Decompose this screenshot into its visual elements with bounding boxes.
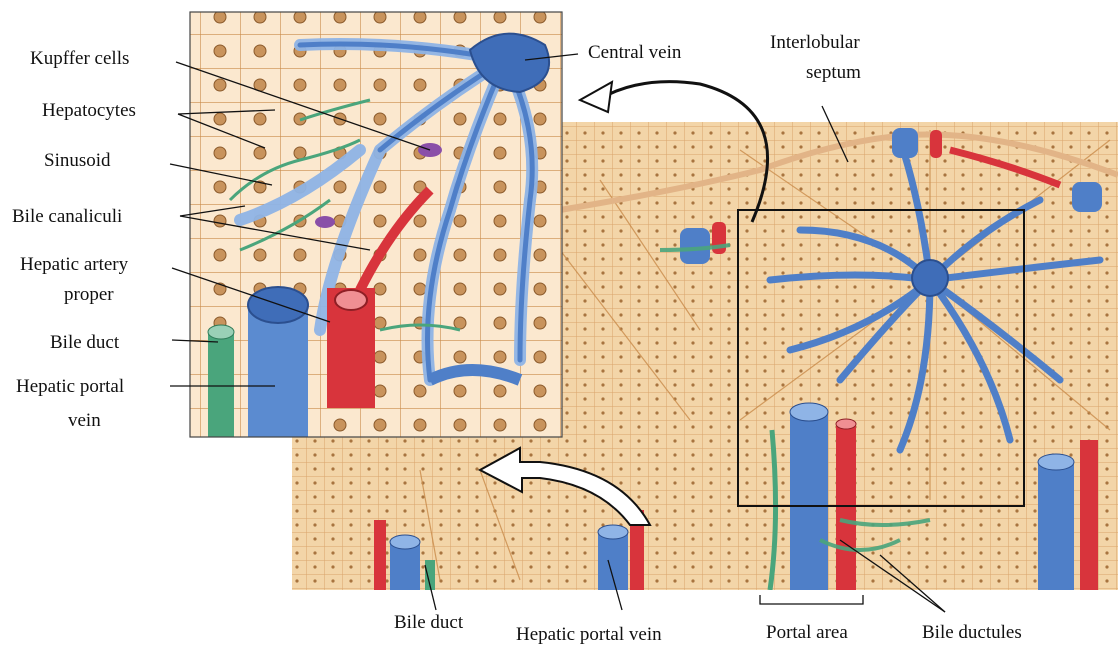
label-kupffer-cells: Kupffer cells <box>30 48 129 69</box>
label-hepatic-portal-1: Hepatic portal <box>16 376 124 397</box>
label-bile-ductules: Bile ductules <box>922 622 1022 643</box>
magnified-inset <box>190 12 562 437</box>
label-central-vein: Central vein <box>588 42 682 63</box>
label-hepatic-portal-vein-bottom: Hepatic portal vein <box>516 624 662 645</box>
right-portal-vessels <box>1038 440 1098 590</box>
label-hepatic-artery-2: proper <box>64 284 114 305</box>
label-bile-duct-bottom: Bile duct <box>394 612 464 633</box>
label-bile-canaliculi: Bile canaliculi <box>12 206 122 227</box>
label-portal-area: Portal area <box>766 622 848 643</box>
label-sinusoid: Sinusoid <box>44 150 111 171</box>
arrow-to-central-vein-head <box>580 82 612 112</box>
label-hepatic-artery-1: Hepatic artery <box>20 254 129 275</box>
inset-hepatic-portal-vein <box>248 287 308 437</box>
kupffer-cell <box>315 216 335 228</box>
label-bile-duct-inset: Bile duct <box>50 332 120 353</box>
label-hepatic-portal-2: vein <box>68 410 101 431</box>
label-interlobular-2: septum <box>806 62 861 83</box>
central-vein <box>912 260 948 296</box>
portal-triad-top <box>892 128 942 158</box>
label-hepatocytes: Hepatocytes <box>42 100 136 121</box>
label-interlobular-1: Interlobular <box>770 32 860 53</box>
